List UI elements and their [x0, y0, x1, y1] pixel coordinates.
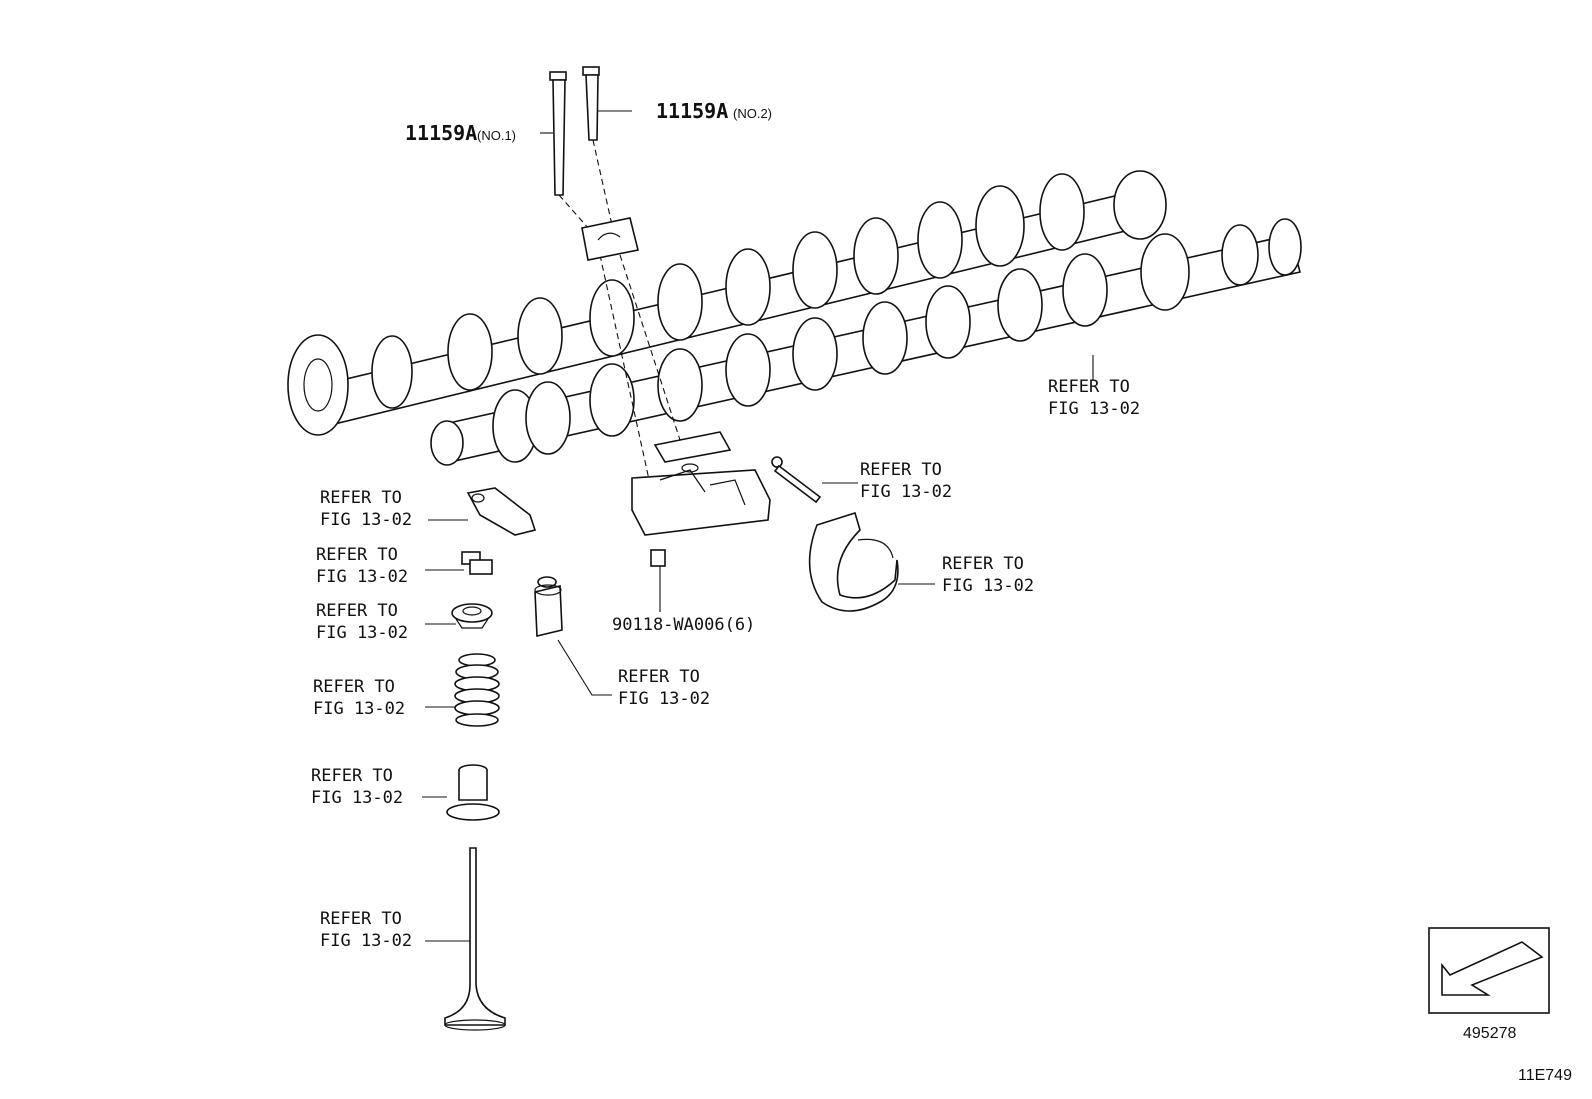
refer-line2: FIG 13-02	[316, 623, 408, 643]
rocker-arm	[466, 487, 537, 536]
valve	[444, 847, 506, 1031]
refer-line1: REFER TO	[618, 667, 700, 687]
bearing-shell	[808, 511, 899, 612]
refer-line2: FIG 13-02	[313, 699, 405, 719]
direction-arrow-icon	[1441, 941, 1544, 996]
refer-callout-valve: REFER TO FIG 13-02	[320, 909, 412, 951]
refer-line1: REFER TO	[311, 766, 393, 786]
bearing-cap-small	[581, 217, 639, 261]
inset-code: 495278	[1463, 1025, 1516, 1042]
refer-line2: FIG 13-02	[618, 689, 710, 709]
refer-callout-rocker-arm: REFER TO FIG 13-02	[320, 488, 412, 530]
refer-callout-valve-stem-seal: REFER TO FIG 13-02	[311, 766, 403, 808]
refer-callout-spring-retainer: REFER TO FIG 13-02	[316, 601, 408, 643]
refer-line2: FIG 13-02	[320, 931, 412, 951]
refer-callout-bolt: REFER TO FIG 13-02	[860, 460, 952, 502]
refer-line2: FIG 13-02	[1048, 399, 1140, 419]
bolt-code-label: 90118-WA006(6)	[612, 615, 755, 635]
valve-stem-seal	[446, 764, 500, 821]
label-pin-no1: 11159A (NO.1)	[405, 121, 516, 145]
bolt-90118-head	[650, 549, 666, 567]
label-pin-no2: 11159A (NO.2)	[656, 99, 772, 123]
refer-line1: REFER TO	[1048, 377, 1130, 397]
refer-line1: REFER TO	[313, 677, 395, 697]
long-bolt	[771, 456, 822, 504]
refer-callout-valve-spring: REFER TO FIG 13-02	[313, 677, 405, 719]
camshaft-lower	[430, 218, 1302, 466]
figure-id: 11E749	[1518, 1067, 1572, 1084]
refer-line2: FIG 13-02	[316, 567, 408, 587]
pin-no1-suffix: (NO.1)	[477, 128, 516, 143]
refer-line2: FIG 13-02	[942, 576, 1034, 596]
refer-callout-lash-adjuster: REFER TO FIG 13-02	[618, 667, 710, 709]
spring-retainer	[451, 603, 493, 629]
pin-no2-suffix: (NO.2)	[733, 106, 772, 121]
pin-no1	[549, 71, 567, 196]
refer-callout-camshaft: REFER TO FIG 13-02	[1048, 377, 1140, 419]
refer-line1: REFER TO	[320, 488, 402, 508]
refer-line2: FIG 13-02	[311, 788, 403, 808]
valve-spring	[454, 653, 500, 727]
camshaft-bearing-housing	[631, 431, 771, 536]
refer-callout-valve-keeper: REFER TO FIG 13-02	[316, 545, 408, 587]
refer-line1: REFER TO	[316, 601, 398, 621]
refer-line2: FIG 13-02	[860, 482, 952, 502]
camshaft-upper	[287, 170, 1167, 436]
refer-callout-bearing-shell: REFER TO FIG 13-02	[942, 554, 1034, 596]
refer-line1: REFER TO	[320, 909, 402, 929]
refer-line1: REFER TO	[860, 460, 942, 480]
pin-no1-code: 11159A	[405, 121, 477, 145]
refer-line1: REFER TO	[942, 554, 1024, 574]
pin-no2-code: 11159A	[656, 99, 728, 123]
refer-line2: FIG 13-02	[320, 510, 412, 530]
pin-no2	[582, 66, 600, 141]
valve-keeper	[461, 551, 493, 575]
orientation-inset: 495278	[1428, 927, 1550, 1042]
lash-adjuster	[534, 576, 563, 638]
refer-line1: REFER TO	[316, 545, 398, 565]
